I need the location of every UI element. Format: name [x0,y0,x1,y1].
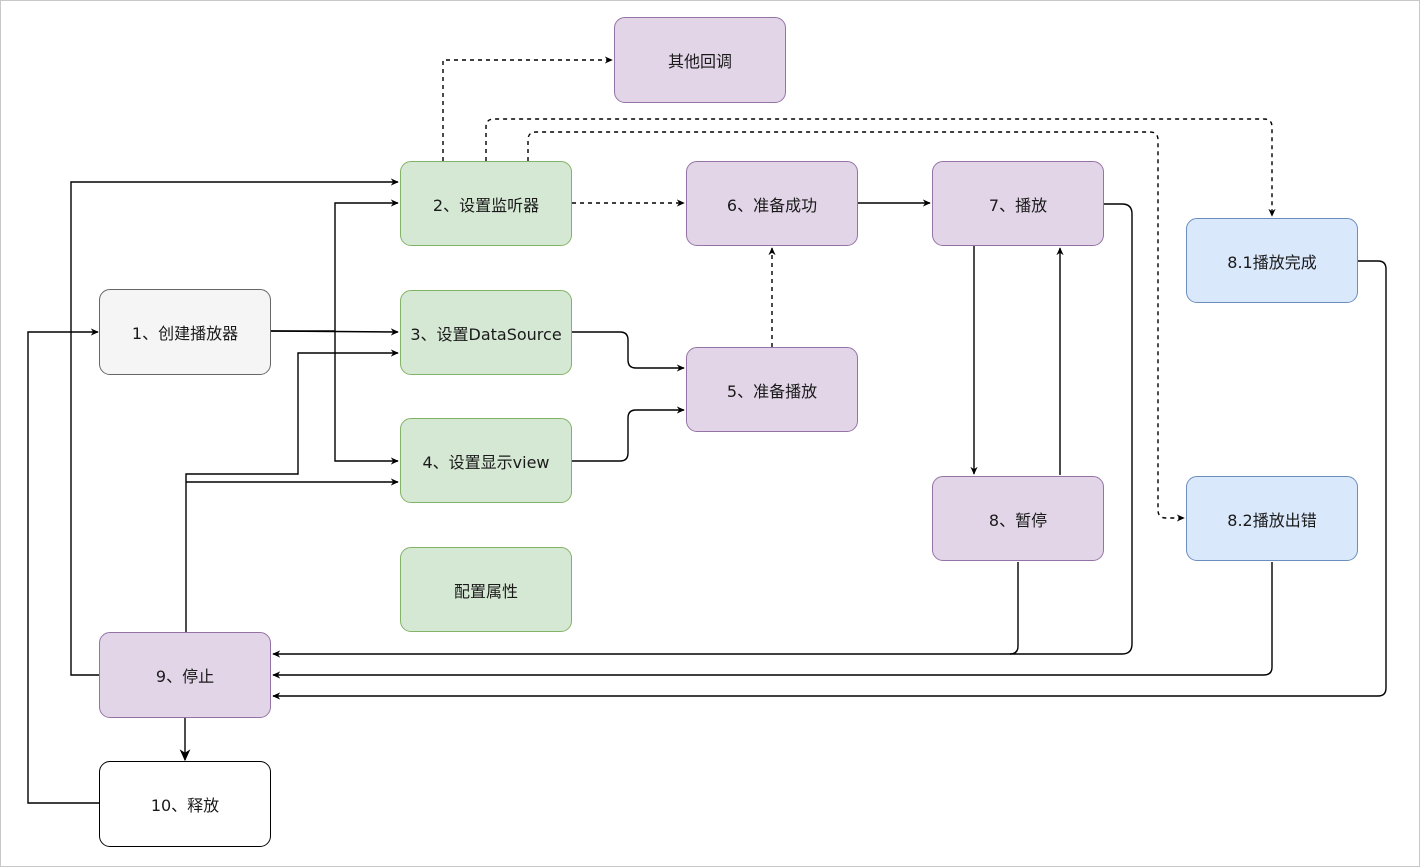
edge-create-to-view [334,331,399,465]
node-create-player: 1、创建播放器 [99,289,271,375]
node-prepared: 6、准备成功 [686,161,858,246]
node-stop: 9、停止 [99,632,271,718]
edge-create-to-listener [271,199,399,332]
node-other-callbacks: 其他回调 [614,17,786,103]
node-set-listener: 2、设置监听器 [400,161,572,246]
node-play-error: 8.2播放出错 [1186,476,1358,561]
edge-complete-to-stop [272,260,1387,700]
node-play-complete: 8.1播放完成 [1186,218,1358,303]
node-config-properties: 配置属性 [400,547,572,632]
edge-pause-to-stop [1009,562,1019,655]
edge-view-to-prepare [572,406,685,462]
edge-play-to-stop [272,203,1133,658]
edge-release-to-create [27,328,99,804]
node-release: 10、释放 [99,761,271,847]
edge-listener-to-callbacks [442,56,613,161]
node-set-view: 4、设置显示view [400,418,572,503]
edge-datasource-to-prepare [572,331,685,372]
edge-listener-to-complete [485,118,1276,217]
edge-listener-to-error [527,131,1185,522]
node-pause: 8、暂停 [932,476,1104,561]
node-play: 7、播放 [932,161,1104,246]
edge-error-to-stop [272,562,1273,679]
node-set-datasource: 3、设置DataSource [400,290,572,375]
node-prepare: 5、准备播放 [686,347,858,432]
edge-stop-to-listener [70,178,399,676]
edge-stop-to-datasource [185,349,399,632]
